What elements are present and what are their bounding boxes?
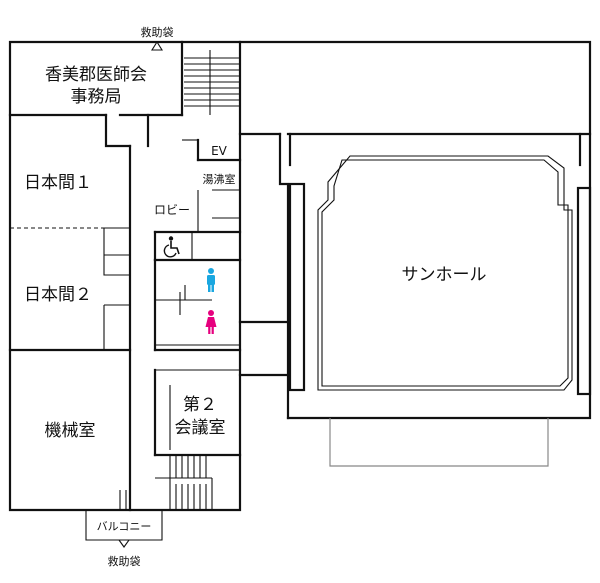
conference-room [153, 368, 290, 457]
wheelchair-icon [163, 236, 180, 258]
female-restroom-icon [205, 310, 217, 334]
triangle-bottom-icon [117, 539, 131, 548]
hall-label: サンホール [402, 265, 487, 285]
ev-label: EV [211, 144, 228, 158]
room1-label: 日本間１ [24, 173, 92, 193]
office-room [8, 40, 184, 148]
emergency-chute-top-label: 救助袋 [141, 25, 174, 39]
conference-label-line1: 第２ [183, 395, 217, 415]
japanese-rooms [8, 144, 132, 512]
sun-hall [278, 132, 592, 467]
office-label-line2: 事務局 [71, 87, 122, 107]
restrooms [153, 258, 290, 352]
emergency-chute-bottom-label: 救助袋 [108, 554, 141, 568]
conference-label-line2: 会議室 [175, 418, 226, 438]
triangle-top-icon [151, 40, 163, 51]
kitchenette-label: 湯沸室 [203, 172, 236, 186]
core-rooms [153, 138, 242, 262]
stairs-bottom [155, 455, 213, 510]
machine-room-label: 機械室 [45, 421, 96, 441]
balcony-label: バルコニー [97, 520, 152, 533]
male-restroom-icon [207, 268, 215, 292]
room2-label: 日本間２ [24, 285, 92, 305]
outer-walls [8, 40, 592, 512]
stairs-top [184, 50, 240, 115]
lobby-label: ロビー [154, 203, 190, 217]
office-label-line1: 香美郡医師会 [45, 65, 147, 85]
